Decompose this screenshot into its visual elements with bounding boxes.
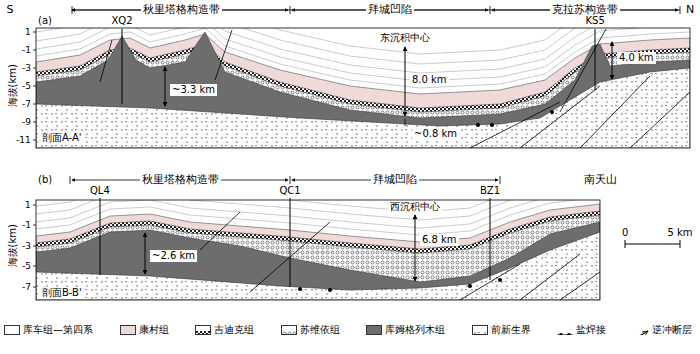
depth-dimension: 4.0 km (617, 52, 656, 64)
scale-label: 0 (622, 227, 628, 239)
region-label: 克拉苏构造带 (550, 4, 620, 17)
tick-label: -9 (22, 117, 31, 127)
depth-dimension: ~3.3 km (170, 84, 217, 96)
tick-label: -5 (22, 81, 31, 91)
well-name: QC1 (280, 185, 301, 197)
tick-label: -3 (22, 63, 31, 73)
legend-text: 吉迪克组 (214, 324, 254, 336)
depth-dimension: ~0.8 km (412, 128, 459, 140)
region-label: 秋里塔格构造带 (140, 174, 221, 187)
tick-label: -1 (22, 45, 31, 55)
well-name: QL4 (90, 185, 110, 197)
section-name: 剖面B-B' (40, 287, 84, 299)
legend-text: 逆冲断层 (652, 324, 692, 336)
region-label: 南天山 (584, 174, 617, 187)
depocenter-label: 东沉积中心 (378, 32, 432, 44)
depth-dimension: ~2.6 km (150, 250, 197, 262)
legend-text: 库姆格列木组 (385, 324, 445, 336)
legend-text: 康村组 (139, 324, 169, 336)
legend-text: 苏维依组 (300, 324, 340, 336)
legend-swatch (4, 325, 20, 335)
section-name: 剖面A-A' (40, 132, 84, 144)
tick-label: -11 (16, 135, 31, 145)
direction-label: S (7, 4, 14, 17)
legend-swatch (366, 325, 382, 335)
scale-label: 5 km (668, 227, 693, 239)
well-name: BZ1 (480, 185, 500, 197)
axis-title: 海拔(km) (6, 64, 18, 107)
axis-title: 海拔(km) (6, 224, 18, 267)
tick-label: -1 (22, 220, 31, 230)
well-name: XQ2 (112, 15, 133, 27)
tick-label: -3 (22, 241, 31, 251)
depth-dimension: 6.8 km (420, 234, 459, 246)
legend-swatch (633, 325, 649, 335)
panel-label: (b) (38, 174, 52, 186)
depocenter-label: 西沉积中心 (388, 201, 442, 213)
tick-label: -7 (22, 282, 31, 292)
region-label: 拜城凹陷 (366, 4, 414, 17)
legend-swatch (281, 325, 297, 335)
legend-text: 库车组—第四系 (23, 324, 93, 336)
depth-dimension: 8.0 km (410, 74, 449, 86)
legend-swatch (557, 325, 573, 335)
legend-swatch (120, 325, 136, 335)
tick-label: 1 (25, 27, 31, 37)
tick-label: -7 (22, 99, 31, 109)
direction-label: N (686, 4, 694, 17)
legend-swatch (472, 325, 488, 335)
well-name: KS5 (586, 15, 605, 27)
legend-text: 前新生界 (491, 324, 531, 336)
region-label: 拜城凹陷 (371, 174, 419, 187)
legend-text: 盐焊接 (576, 324, 606, 336)
legend-swatch (195, 325, 211, 335)
region-label: 秋里塔格构造带 (141, 4, 222, 17)
tick-label: -5 (22, 261, 31, 271)
panel-label: (a) (38, 15, 52, 27)
tick-label: 1 (25, 200, 31, 210)
